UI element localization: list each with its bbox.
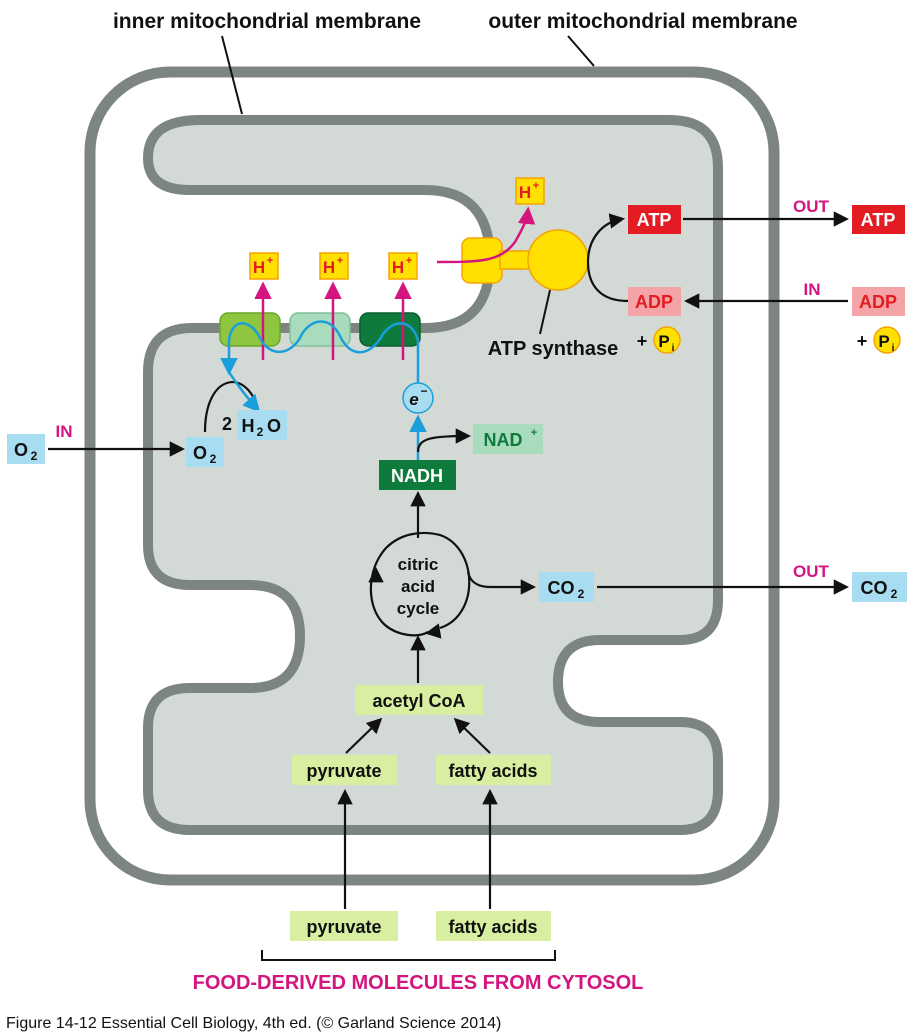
h-plus-box-2: H + <box>319 252 349 280</box>
svg-text:2: 2 <box>210 452 217 466</box>
outer-membrane-label: outer mitochondrial membrane <box>488 10 797 33</box>
svg-text:H: H <box>323 258 335 277</box>
figure-caption: Figure 14-12 Essential Cell Biology, 4th… <box>6 1015 501 1032</box>
svg-text:+: + <box>406 255 412 267</box>
inner-membrane-label: inner mitochondrial membrane <box>113 10 421 33</box>
fatty-acids-inside-box: fatty acids <box>436 755 551 785</box>
svg-text:NADH: NADH <box>391 466 443 486</box>
cycle-arrowhead-bottom <box>424 623 442 639</box>
svg-text:ADP: ADP <box>859 292 897 312</box>
citric-label-2: acid <box>401 577 435 596</box>
fatty-acids-outside-box: fatty acids <box>436 911 551 941</box>
atp-out-label: OUT <box>793 197 830 216</box>
citric-label-3: cycle <box>397 599 440 618</box>
svg-text:H: H <box>392 258 404 277</box>
svg-text:CO: CO <box>548 578 575 598</box>
o2-inside-box: O 2 <box>186 437 224 467</box>
h-plus-box-3: H + <box>388 252 418 280</box>
h-plus-box-1: H + <box>249 252 279 280</box>
svg-text:O: O <box>14 440 28 460</box>
svg-text:O: O <box>193 443 207 463</box>
pi-inside-plus: + <box>637 331 648 351</box>
svg-text:e: e <box>409 390 418 409</box>
svg-text:fatty acids: fatty acids <box>448 761 537 781</box>
electron-transport-path <box>220 320 420 392</box>
svg-text:ADP: ADP <box>635 292 673 312</box>
outer-membrane-leader <box>567 35 595 67</box>
pi-inside-circle: P i <box>653 326 681 354</box>
pyruvate-outside-box: pyruvate <box>290 911 398 941</box>
electron-to-oxygen-arrow <box>227 371 261 413</box>
atp-outside-box: ATP <box>852 205 905 234</box>
svg-text:2: 2 <box>31 449 38 463</box>
respiratory-complex-3 <box>359 312 421 347</box>
pi-outside-circle: P i <box>873 326 901 354</box>
svg-text:pyruvate: pyruvate <box>306 761 381 781</box>
adp-inside-box: ADP <box>628 287 681 316</box>
fatty-acids-to-acetyl-arrow <box>453 717 491 754</box>
svg-text:+: + <box>337 255 343 267</box>
svg-text:ATP: ATP <box>637 210 672 230</box>
svg-text:2: 2 <box>578 587 585 601</box>
svg-text:+: + <box>533 180 539 192</box>
svg-text:i: i <box>672 343 675 354</box>
pi-outside-plus: + <box>857 331 868 351</box>
svg-text:NAD: NAD <box>484 430 523 450</box>
food-derived-label: FOOD-DERIVED MOLECULES FROM CYTOSOL <box>193 972 644 994</box>
citric-acid-cycle-circle <box>369 531 471 637</box>
svg-text:CO: CO <box>861 578 888 598</box>
svg-text:2: 2 <box>891 587 898 601</box>
svg-text:P: P <box>878 332 889 351</box>
citric-label-1: citric <box>398 555 439 574</box>
electron-circle: e − <box>402 382 434 414</box>
co2-outside-box: CO 2 <box>852 572 907 602</box>
pyruvate-inside-box: pyruvate <box>292 755 397 785</box>
atp-synthase-leader <box>539 289 551 335</box>
svg-text:i: i <box>892 343 895 354</box>
atp-synthase-label: ATP synthase <box>488 338 618 360</box>
cycle-to-co2-arrow <box>466 571 537 595</box>
respiratory-complex-2 <box>289 312 351 347</box>
svg-text:P: P <box>658 332 669 351</box>
svg-text:fatty acids: fatty acids <box>448 917 537 937</box>
water-coefficient: 2 <box>222 414 232 434</box>
nadh-to-nad-arrow <box>416 428 472 453</box>
co2-inside-box: CO 2 <box>539 572 594 602</box>
pyruvate-to-acetyl-arrow <box>345 717 383 754</box>
atp-inside-box: ATP <box>628 205 681 234</box>
svg-text:H: H <box>253 258 265 277</box>
acetyl-coa-box: acetyl CoA <box>355 685 483 715</box>
svg-text:ATP: ATP <box>861 210 896 230</box>
svg-text:O: O <box>267 416 281 436</box>
o2-in-label: IN <box>56 422 73 441</box>
svg-text:+: + <box>267 255 273 267</box>
svg-text:−: − <box>420 384 427 398</box>
svg-text:H: H <box>242 416 255 436</box>
adp-in-label: IN <box>804 280 821 299</box>
svg-text:2: 2 <box>257 425 264 439</box>
nad-plus-box: NAD + <box>473 424 543 454</box>
svg-text:H: H <box>519 183 531 202</box>
svg-text:acetyl CoA: acetyl CoA <box>372 691 465 711</box>
water-box: H 2 O <box>237 410 287 440</box>
svg-text:+: + <box>531 427 537 439</box>
proton-flow-arrow <box>436 206 536 264</box>
respiratory-complex-1 <box>219 312 281 347</box>
nadh-box: NADH <box>379 460 456 490</box>
o2-outside-box: O 2 <box>7 434 45 464</box>
adp-outside-box: ADP <box>852 287 905 316</box>
h-plus-box-4: H + <box>515 177 545 205</box>
inner-membrane-leader <box>221 35 243 115</box>
adp-to-atp-arrow <box>586 213 629 303</box>
co2-out-label: OUT <box>793 562 830 581</box>
cytosol-bracket <box>261 950 556 961</box>
svg-text:pyruvate: pyruvate <box>306 917 381 937</box>
